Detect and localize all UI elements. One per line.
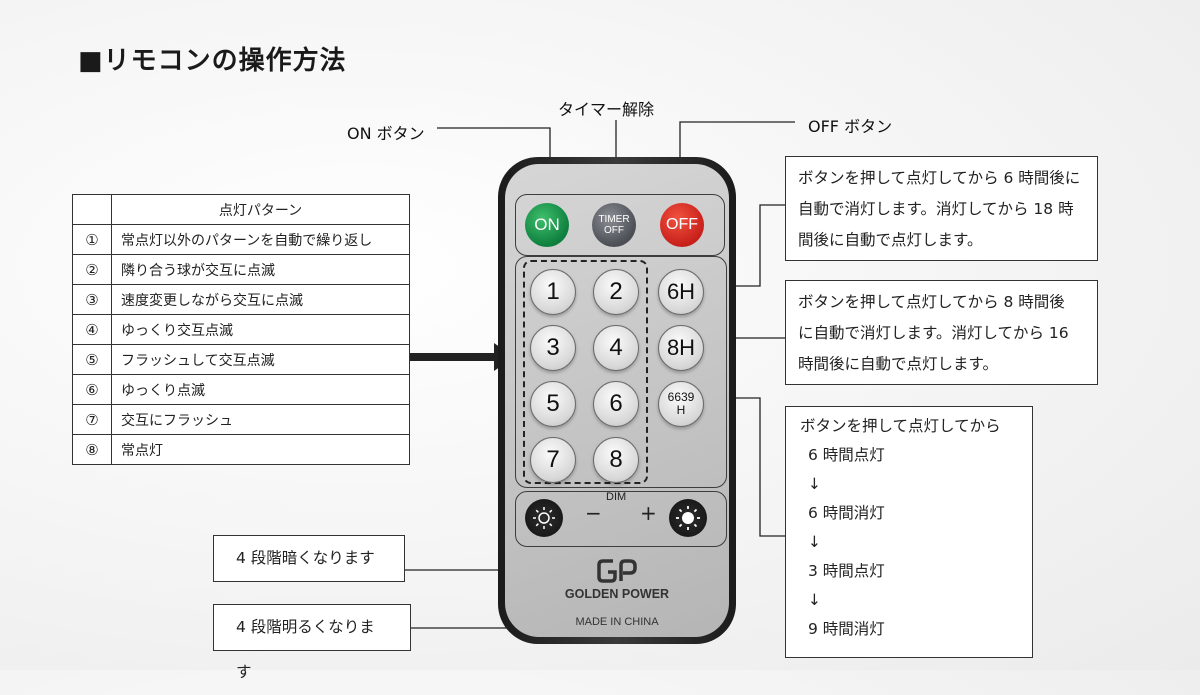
table-row: ② 隣り合う球が交互に点滅 xyxy=(72,254,410,285)
pattern-button-8[interactable]: 8 xyxy=(593,437,639,483)
pattern-text: 速度変更しながら交互に点滅 xyxy=(111,284,410,315)
mode-panel: 1 2 3 4 5 6 7 8 6H 8H 6639 H xyxy=(515,256,727,488)
dim-brighter-note: 4 段階明るくなります xyxy=(213,604,411,681)
plus-sign: + xyxy=(640,501,657,525)
arrow-down-icon: ↓ xyxy=(808,591,821,609)
table-row: ① 常点灯以外のパターンを自動で繰り返し xyxy=(72,224,410,255)
brand-name: GOLDEN POWER xyxy=(564,587,670,601)
timer-6639h-button[interactable]: 6639 H xyxy=(658,381,704,427)
six-hour-connector xyxy=(718,204,785,287)
pattern-text: 常点灯以外のパターンを自動で繰り返し xyxy=(111,224,410,255)
pattern-number: ② xyxy=(72,254,112,285)
sun-small-icon xyxy=(533,507,555,529)
on-button[interactable]: ON xyxy=(525,203,569,247)
arrow-down-icon: ↓ xyxy=(808,475,821,493)
info-line: 自動で消灯します。消灯してから 18 時 xyxy=(798,200,1074,218)
pattern-buttons-group xyxy=(523,260,648,484)
table-row: ⑧ 常点灯 xyxy=(72,434,410,465)
pattern-number: ⑧ xyxy=(72,434,112,465)
made-in-label: MADE IN CHINA xyxy=(575,616,659,628)
pattern-table: 点灯パターン ① 常点灯以外のパターンを自動で繰り返し ② 隣り合う球が交互に点… xyxy=(72,194,410,465)
remote-control: ON TIMER OFF OFF 1 2 3 4 5 6 7 8 6H 8H 6… xyxy=(498,157,736,644)
dim-panel xyxy=(515,491,727,547)
eight-hour-timer-info: ボタンを押して点灯してから 8 時間後 に自動で消灯します。消灯してから 16 … xyxy=(785,280,1098,385)
pattern-number: ④ xyxy=(72,314,112,345)
cycle-connector xyxy=(718,397,785,537)
timer-8h-button[interactable]: 8H xyxy=(658,325,704,371)
pattern-number: ⑥ xyxy=(72,374,112,405)
pattern-table-header-row: 点灯パターン xyxy=(72,194,410,225)
info-line: 6 時間点灯 xyxy=(808,446,885,464)
table-row: ③ 速度変更しながら交互に点滅 xyxy=(72,284,410,315)
minus-sign: − xyxy=(585,501,602,525)
pattern-button-3[interactable]: 3 xyxy=(530,325,576,371)
timer-label-line2: OFF xyxy=(603,225,624,236)
pattern-text: 常点灯 xyxy=(111,434,410,465)
dim-darker-note: 4 段階暗くなります xyxy=(213,535,405,582)
power-panel xyxy=(515,194,725,256)
table-row: ⑦ 交互にフラッシュ xyxy=(72,404,410,435)
pattern-button-4[interactable]: 4 xyxy=(593,325,639,371)
on-button-label: ON ボタン xyxy=(347,124,425,143)
pattern-button-1[interactable]: 1 xyxy=(530,269,576,315)
info-line: ボタンを押して点灯してから xyxy=(800,417,1001,435)
pattern-button-7[interactable]: 7 xyxy=(530,437,576,483)
info-line: ボタンを押して点灯してから 8 時間後 xyxy=(798,293,1065,311)
info-line: 9 時間消灯 xyxy=(808,620,885,638)
pattern-button-5[interactable]: 5 xyxy=(530,381,576,427)
pattern-button-6[interactable]: 6 xyxy=(593,381,639,427)
timer-6h-button[interactable]: 6H xyxy=(658,269,704,315)
info-line: 3 時間点灯 xyxy=(808,562,885,580)
info-line: 6 時間消灯 xyxy=(808,504,885,522)
cycle-timer-info: ボタンを押して点灯してから 6 時間点灯 ↓ 6 時間消灯 ↓ 3 時間点灯 ↓… xyxy=(785,406,1033,658)
info-line: に自動で消灯します。消灯してから 16 xyxy=(798,324,1069,342)
remote-face: ON TIMER OFF OFF 1 2 3 4 5 6 7 8 6H 8H 6… xyxy=(505,164,729,637)
off-button[interactable]: OFF xyxy=(660,203,704,247)
dim-down-button[interactable] xyxy=(525,499,563,537)
timer-6639-line1: 6639 xyxy=(667,390,695,404)
pattern-button-2[interactable]: 2 xyxy=(593,269,639,315)
six-hour-timer-info: ボタンを押して点灯してから 6 時間後に 自動で消灯します。消灯してから 18 … xyxy=(785,156,1098,261)
pattern-number: ⑦ xyxy=(72,404,112,435)
pattern-text: フラッシュして交互点滅 xyxy=(111,344,410,375)
pattern-text: 隣り合う球が交互に点滅 xyxy=(111,254,410,285)
timer-off-button[interactable]: TIMER OFF xyxy=(592,203,636,247)
info-line: 時間後に自動で点灯します。 xyxy=(798,355,998,373)
timer-release-label: タイマー解除 xyxy=(558,100,655,119)
pattern-table-empty-cell xyxy=(72,194,112,225)
arrow-down-icon: ↓ xyxy=(808,533,821,551)
off-button-label: OFF ボタン xyxy=(808,117,893,136)
gp-logo-icon xyxy=(597,559,637,583)
timer-6639-line2: H xyxy=(676,403,686,417)
dim-label: DIM xyxy=(606,491,627,503)
timer-label-line1: TIMER xyxy=(598,214,630,225)
info-line: ボタンを押して点灯してから 6 時間後に xyxy=(798,169,1081,187)
table-row: ⑤ フラッシュして交互点滅 xyxy=(72,344,410,375)
dim-up-button[interactable] xyxy=(669,499,707,537)
info-line: 間後に自動で点灯します。 xyxy=(798,231,983,249)
sun-large-icon xyxy=(676,506,700,530)
page-title: ■リモコンの操作方法 xyxy=(78,46,347,76)
